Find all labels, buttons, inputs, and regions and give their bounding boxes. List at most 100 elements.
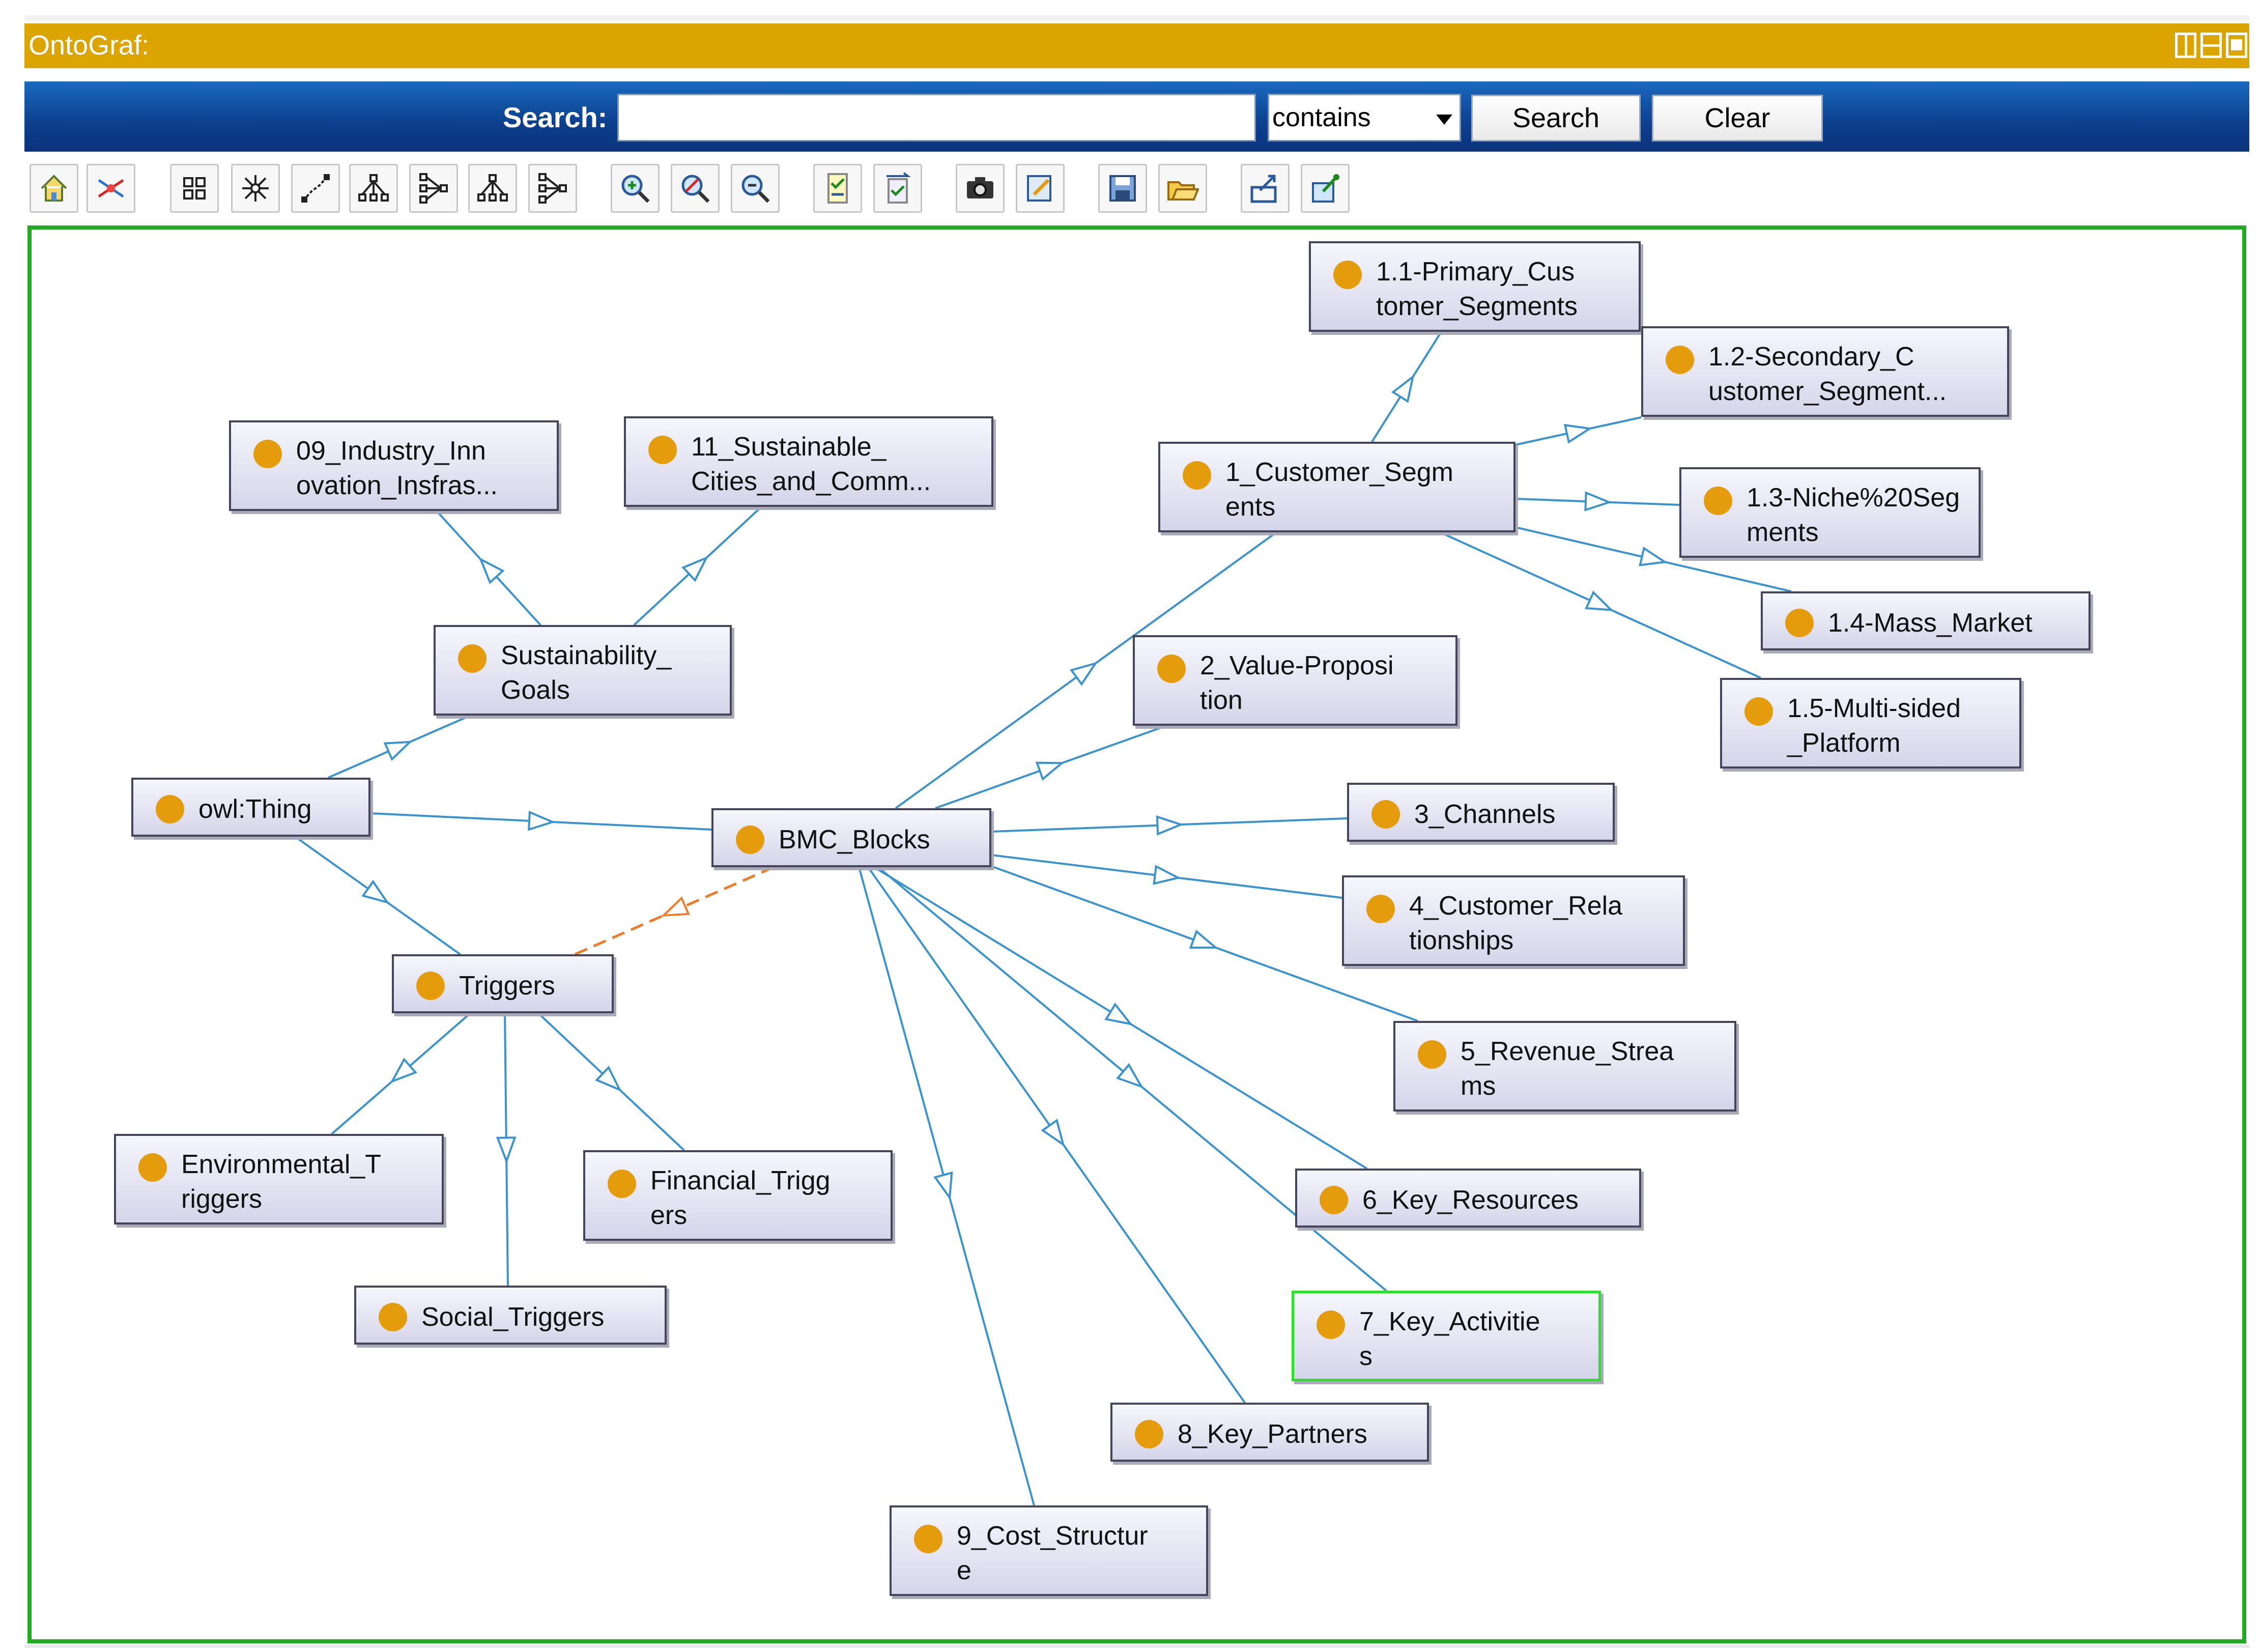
node-label: Sustainability_ Goals: [501, 641, 672, 705]
graph-node-revenue[interactable]: 5_Revenue_Strea ms: [1393, 1021, 1736, 1112]
arrowhead-icon: [933, 1171, 953, 1201]
radial-layout-icon[interactable]: [291, 164, 340, 213]
home-icon[interactable]: [30, 164, 78, 213]
node-label: BMC_Blocks: [779, 825, 930, 855]
arrowhead-icon: [478, 557, 505, 584]
graph-node-owl[interactable]: owl:Thing: [131, 778, 370, 837]
graph-node-social[interactable]: Social_Triggers: [354, 1286, 667, 1345]
class-dot-icon: [458, 644, 487, 673]
grid-layout-icon[interactable]: [170, 164, 219, 213]
save-icon[interactable]: [1098, 164, 1147, 213]
arrowhead-icon: [595, 1065, 622, 1092]
zoom-in-icon[interactable]: [611, 164, 660, 213]
search-bar: Search: contains Search Clear: [24, 81, 2249, 152]
class-dot-icon: [1320, 1186, 1348, 1214]
node-label: Environmental_T riggers: [181, 1150, 382, 1214]
node-label: 6_Key_Resources: [1362, 1185, 1579, 1215]
ontograf-title-bar: OntoGraf:: [24, 23, 2260, 68]
node-label: 8_Key_Partners: [1178, 1419, 1367, 1449]
tree-horizontal-icon[interactable]: [409, 164, 458, 213]
tree-horizontal-alt-icon[interactable]: [528, 164, 577, 213]
zoom-reset-icon[interactable]: [671, 164, 720, 213]
node-label: 1.4-Mass_Market: [1828, 608, 2033, 638]
graph-node-resources[interactable]: 6_Key_Resources: [1295, 1169, 1641, 1228]
class-dot-icon: [608, 1170, 636, 1198]
graph-node-custrel[interactable]: 4_Customer_Rela tionships: [1342, 875, 1685, 966]
node-label: Social_Triggers: [421, 1302, 605, 1332]
filter-icon[interactable]: [87, 164, 135, 213]
node-label: 1.1-Primary_Cus tomer_Segments: [1376, 257, 1578, 321]
node-types-icon[interactable]: [813, 164, 862, 213]
node-label: 9_Cost_Structur e: [957, 1521, 1148, 1585]
class-dot-icon: [1183, 461, 1211, 490]
arrowhead-icon: [1189, 929, 1219, 949]
tree-vertical-icon[interactable]: [349, 164, 398, 213]
restore-icon[interactable]: [2175, 33, 2196, 58]
class-dot-icon: [648, 436, 677, 464]
arrowhead-icon: [681, 556, 709, 582]
share-icon[interactable]: [1241, 164, 1290, 213]
open-icon[interactable]: [1158, 164, 1207, 213]
node-label: 09_Industry_Inn ovation_Insfras...: [296, 436, 498, 500]
snapshot-icon[interactable]: [956, 164, 1005, 213]
window-top-edge: [24, 15, 2249, 20]
export-icon[interactable]: [1016, 164, 1065, 213]
search-button[interactable]: Search: [1471, 95, 1641, 141]
spring-layout-icon[interactable]: [231, 164, 280, 213]
graph-node-channels[interactable]: 3_Channels: [1347, 783, 1615, 842]
class-dot-icon: [1157, 654, 1186, 683]
close-icon[interactable]: [2251, 33, 2260, 58]
graph-node-niche[interactable]: 1.3-Niche%20Seg ments: [1679, 467, 1981, 558]
class-dot-icon: [156, 795, 184, 823]
class-dot-icon: [914, 1525, 942, 1553]
class-dot-icon: [1366, 895, 1395, 923]
graph-node-multi[interactable]: 1.5-Multi-sided _Platform: [1720, 678, 2021, 768]
arrowhead-icon: [1585, 590, 1614, 611]
node-label: 1.5-Multi-sided _Platform: [1787, 694, 1961, 758]
arrowhead-icon: [1391, 374, 1415, 403]
clear-button[interactable]: Clear: [1652, 95, 1823, 141]
maximize-icon[interactable]: [2226, 33, 2247, 58]
pin-icon[interactable]: [1301, 164, 1350, 213]
arrowhead-icon: [1563, 423, 1593, 444]
graph-node-value[interactable]: 2_Value-Proposi tion: [1133, 635, 1457, 726]
tree-vertical-alt-icon[interactable]: [468, 164, 517, 213]
node-label: 7_Key_Activitie s: [1359, 1307, 1540, 1371]
class-dot-icon: [1744, 697, 1773, 726]
arc-types-icon[interactable]: [873, 164, 922, 213]
node-label: 1_Customer_Segm ents: [1225, 458, 1453, 522]
graph-node-bmc[interactable]: BMC_Blocks: [711, 808, 991, 867]
node-label: 1.2-Secondary_C ustomer_Segment...: [1708, 342, 1947, 406]
graph-node-triggers[interactable]: Triggers: [392, 954, 614, 1013]
class-dot-icon: [1317, 1311, 1345, 1339]
graph-node-partners[interactable]: 8_Key_Partners: [1110, 1403, 1429, 1462]
graph-node-industry[interactable]: 09_Industry_Inn ovation_Insfras...: [229, 420, 559, 511]
graph-node-sustgoals[interactable]: Sustainability_ Goals: [434, 625, 732, 716]
graph-node-custseg[interactable]: 1_Customer_Segm ents: [1158, 442, 1515, 532]
node-label: Financial_Trigg ers: [650, 1166, 831, 1230]
search-mode-dropdown[interactable]: contains: [1268, 94, 1461, 141]
graph-node-primary[interactable]: 1.1-Primary_Cus tomer_Segments: [1309, 241, 1641, 332]
search-input[interactable]: [617, 94, 1256, 141]
node-label: 4_Customer_Rela tionships: [1409, 891, 1623, 955]
graph-node-cost[interactable]: 9_Cost_Structur e: [890, 1505, 1208, 1596]
graph-node-cities[interactable]: 11_Sustainable_ Cities_and_Comm...: [624, 416, 993, 507]
minimize-icon[interactable]: [2200, 33, 2222, 58]
graph-node-secondary[interactable]: 1.2-Secondary_C ustomer_Segment...: [1641, 326, 2009, 417]
ontograf-toolbar: [24, 158, 2249, 214]
arrowhead-icon: [1153, 865, 1182, 885]
node-label: 5_Revenue_Strea ms: [1461, 1037, 1674, 1101]
graph-node-activities[interactable]: 7_Key_Activitie s: [1292, 1291, 1601, 1381]
node-label: 11_Sustainable_ Cities_and_Comm...: [691, 432, 931, 496]
zoom-out-icon[interactable]: [731, 164, 780, 213]
graph-node-env[interactable]: Environmental_T riggers: [114, 1134, 444, 1224]
node-label: owl:Thing: [198, 794, 312, 824]
arrowhead-icon: [1104, 1003, 1133, 1026]
window-title: OntoGraf:: [28, 30, 150, 61]
graph-node-mass[interactable]: 1.4-Mass_Market: [1761, 591, 2091, 650]
arrowhead-icon: [383, 740, 413, 761]
graph-edges: [294, 331, 1792, 1506]
ontograf-canvas[interactable]: 1.1-Primary_Cus tomer_Segments 1.2-Second…: [27, 225, 2246, 1643]
graph-node-fin[interactable]: Financial_Trigg ers: [583, 1150, 893, 1241]
class-dot-icon: [736, 825, 764, 854]
